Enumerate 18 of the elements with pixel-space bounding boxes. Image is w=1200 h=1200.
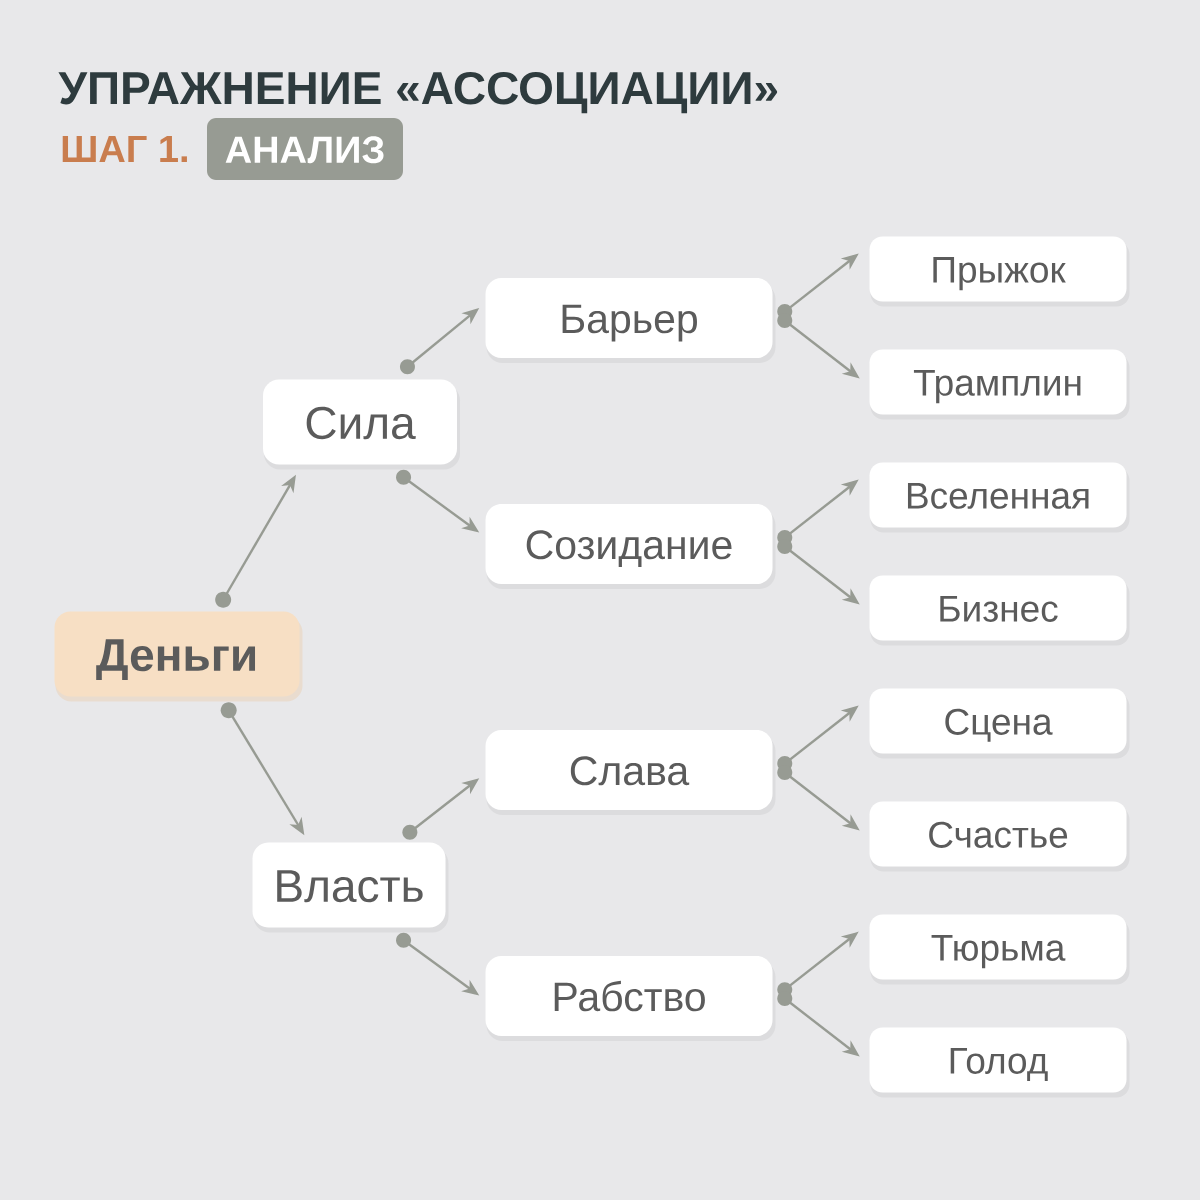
word-box: Деньги: [54, 611, 303, 702]
word-box: Бизнес: [869, 575, 1130, 646]
step-label: ШАГ 1.: [62, 135, 187, 162]
word-box: Трамплин: [869, 349, 1130, 420]
word-box: Власть: [252, 842, 449, 933]
word-box: Голод: [869, 1027, 1130, 1098]
word-box: Тюрьма: [869, 914, 1130, 985]
word-box: Рабство: [485, 956, 776, 1041]
word-box: Вселенная: [869, 462, 1130, 533]
step-badge: АНАЛИЗ: [207, 118, 403, 180]
word-box: Слава: [485, 730, 776, 815]
word-box: Созидание: [485, 504, 776, 589]
word-box: Барьер: [485, 278, 776, 363]
word-box: Сцена: [869, 688, 1130, 759]
word-box: Прыжок: [869, 236, 1130, 307]
word-box: Счастье: [869, 801, 1130, 872]
word-box: Сила: [263, 379, 460, 470]
title: УПРАЖНЕНИЕ «АССОЦИАЦИИ»: [58, 71, 778, 114]
